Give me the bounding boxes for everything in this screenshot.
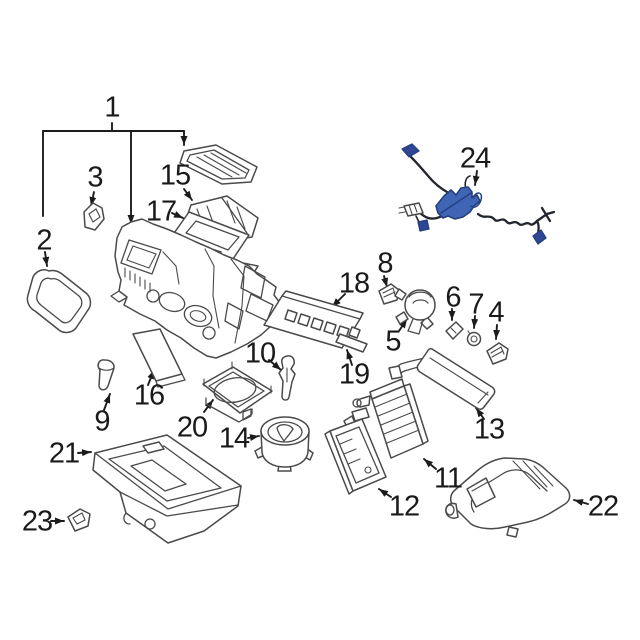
callout-arrow-8	[381, 275, 389, 288]
callout-label-6: 6	[445, 281, 461, 314]
harness-connector-white	[403, 202, 424, 217]
harness-clip-left	[417, 219, 430, 232]
harness-bracket	[435, 186, 481, 220]
callout-label-17: 17	[145, 195, 177, 228]
part-21-lower-housing-drawing	[92, 434, 242, 544]
callout-arrow-10	[268, 359, 282, 371]
callout-label-23: 23	[21, 505, 53, 538]
part-7-grommet-drawing	[466, 330, 482, 347]
callout-arrow-22	[573, 499, 589, 506]
callout-label-18: 18	[338, 267, 370, 300]
callout-label-7: 7	[468, 288, 484, 321]
part-11-evaporator-drawing	[351, 378, 429, 459]
callout-label-14: 14	[218, 422, 250, 455]
part-20-tray-drawing	[202, 361, 273, 423]
callout-arrow-19	[346, 349, 354, 366]
callout-label-5: 5	[385, 325, 401, 358]
callout-label-24: 24	[459, 142, 491, 175]
part-14-blower-drawing	[254, 416, 314, 472]
callout-arrow-9	[103, 393, 111, 411]
part-18-vent-panel-drawing	[263, 290, 364, 349]
callout-label-12: 12	[388, 490, 420, 523]
part-12-bracket-drawing	[324, 415, 387, 495]
callout-label-3: 3	[87, 161, 103, 194]
part-22-duct-drawing	[445, 457, 571, 538]
part-3-clip-drawing	[83, 202, 105, 231]
callout-arrows	[42, 170, 589, 525]
callout-label-16: 16	[133, 379, 165, 412]
callout-label-22: 22	[587, 490, 619, 523]
callout-label-4: 4	[488, 296, 504, 329]
callout-arrow-24	[472, 170, 480, 186]
callout-arrow-15	[183, 188, 193, 201]
callout-label-11: 11	[433, 462, 463, 495]
callout-arrow-12	[378, 488, 392, 498]
callout-label-9: 9	[94, 405, 110, 438]
part-2-seal-drawing	[26, 269, 92, 334]
callout-label-20: 20	[176, 411, 208, 444]
callout-arrow-4	[493, 324, 501, 340]
callout-label-1: 1	[104, 91, 120, 124]
callout-arrow-7	[471, 315, 479, 329]
part-10-lever-drawing	[278, 355, 296, 401]
part-cowl-cover-drawing	[179, 144, 258, 185]
harness-clip-right	[532, 229, 547, 245]
part-9-elbow-drawing	[97, 359, 115, 391]
callout-label-13: 13	[473, 413, 505, 446]
part-5-actuator-drawing	[394, 288, 436, 335]
callout-label-21: 21	[48, 437, 80, 470]
callout-arrow-13	[475, 407, 485, 420]
callout-arrow-2	[42, 251, 50, 267]
callout-label-15: 15	[159, 159, 191, 192]
callout-label-2: 2	[36, 224, 52, 257]
part-6-clip-drawing	[445, 321, 464, 340]
callout-label-8: 8	[377, 247, 393, 280]
callout-label-19: 19	[338, 358, 370, 391]
part-8-clip-drawing	[378, 283, 400, 305]
part-19-strip-drawing	[335, 333, 368, 353]
harness-connector-top	[401, 143, 420, 158]
part-16-panel-drawing	[132, 328, 186, 388]
callout-arrow-14	[247, 434, 260, 442]
part-13-heater-core-drawing	[388, 348, 496, 411]
callout-arrow-21	[77, 449, 92, 457]
callout-bracket-1	[42, 122, 188, 225]
part-4-clip-drawing	[486, 342, 509, 365]
callout-arrow-11	[423, 458, 437, 470]
callout-arrow-17	[171, 211, 184, 219]
part-main-housing-drawing	[110, 218, 281, 359]
callout-label-10: 10	[244, 337, 276, 370]
part-23-clip-drawing	[67, 508, 91, 532]
part-24-wiring-harness-drawing	[398, 143, 556, 245]
